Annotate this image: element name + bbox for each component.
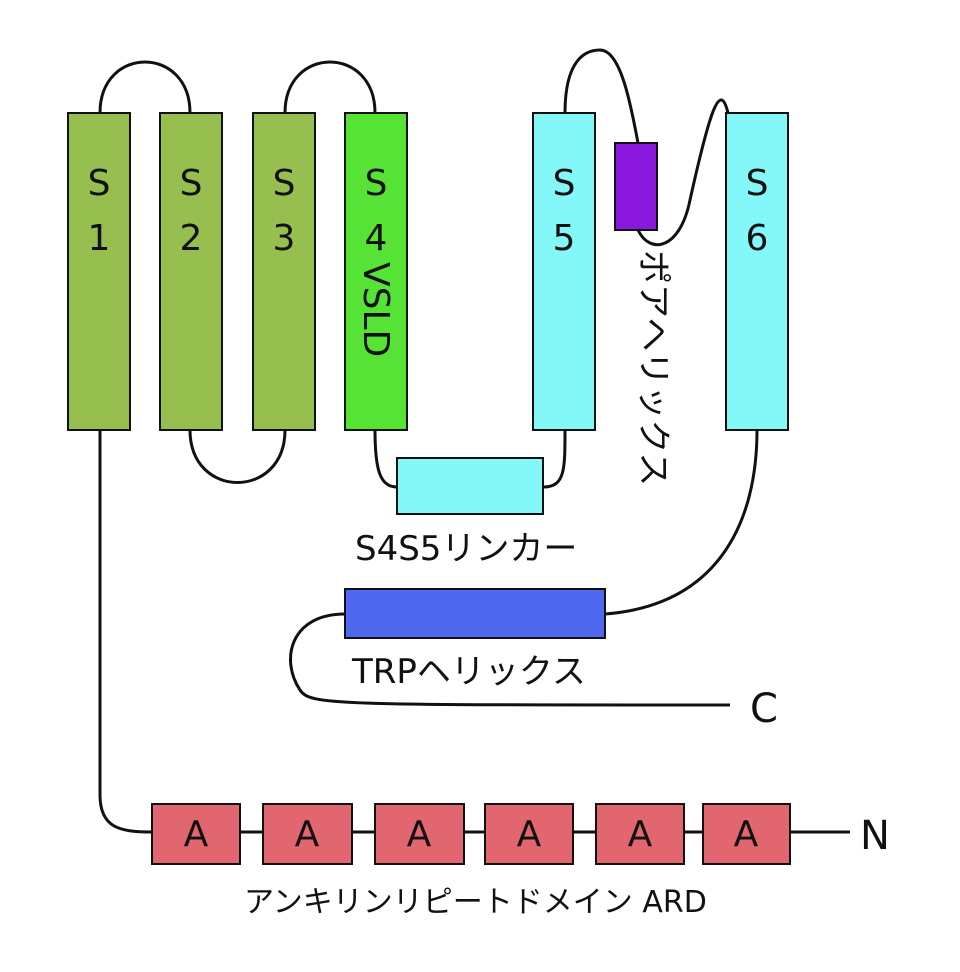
ankyrin-repeat-label: A — [407, 814, 432, 855]
ankyrin-repeat-label: A — [184, 814, 209, 855]
ankyrin-repeat — [374, 803, 465, 865]
s5-label-top: S — [553, 163, 576, 204]
loop-s5-pore-helix — [563, 48, 640, 144]
s5-label-bottom: 5 — [553, 218, 576, 259]
ankyrin-repeat — [702, 803, 791, 865]
s3-label-top: S — [273, 163, 296, 204]
loop-s3-s4 — [283, 60, 377, 114]
s6-label-top: S — [746, 163, 769, 204]
loop-s2-s3 — [188, 429, 287, 484]
helix-s4 — [344, 112, 408, 431]
loop-s4-linker — [373, 429, 398, 489]
vsld-label: VSLD — [355, 262, 396, 357]
helix-s2 — [159, 112, 223, 431]
helix-s5 — [532, 112, 596, 431]
s2-label-top: S — [180, 163, 203, 204]
helix-s1 — [67, 112, 131, 431]
n-terminus-label: N — [860, 813, 890, 859]
helix-s3 — [252, 112, 316, 431]
ankyrin-repeat — [262, 803, 353, 865]
s4-label-top: S — [365, 163, 388, 204]
ankyrin-repeat-label: A — [517, 814, 542, 855]
s3-label-bottom: 3 — [273, 218, 296, 259]
ankyrin-repeat-label: A — [628, 814, 653, 855]
ankyrin-repeat-label: A — [295, 814, 320, 855]
ard-label: アンキリンリピートドメイン ARD — [244, 885, 707, 920]
s6-label-bottom: 6 — [746, 218, 769, 259]
loop-trp-c — [289, 612, 731, 707]
pore-helix-label: ポアヘリックス — [633, 250, 673, 486]
c-terminus-label: C — [750, 686, 778, 732]
loop-s1-ard — [98, 430, 153, 834]
helix-s6 — [725, 112, 789, 431]
ankyrin-repeat-label: A — [734, 814, 759, 855]
loop-pore-helix-s6 — [636, 98, 730, 247]
trp-helix — [344, 588, 606, 639]
loop-s1-s2 — [98, 60, 192, 114]
s4s5-linker-label: S4S5リンカー — [355, 529, 577, 569]
trp-helix-label: TRPヘリックス — [351, 652, 586, 692]
s2-label-bottom: 2 — [180, 218, 203, 259]
s1-label-bottom: 1 — [88, 218, 111, 259]
s4s5-linker — [396, 457, 544, 515]
pore-helix — [614, 142, 658, 231]
s4-label-bottom: 4 — [365, 218, 388, 259]
loop-s6-trp — [604, 429, 759, 616]
ankyrin-repeat — [151, 803, 241, 865]
loop-linker-s5 — [542, 429, 567, 489]
ankyrin-repeat — [595, 803, 685, 865]
s1-label-top: S — [88, 163, 111, 204]
ankyrin-repeat — [484, 803, 574, 865]
